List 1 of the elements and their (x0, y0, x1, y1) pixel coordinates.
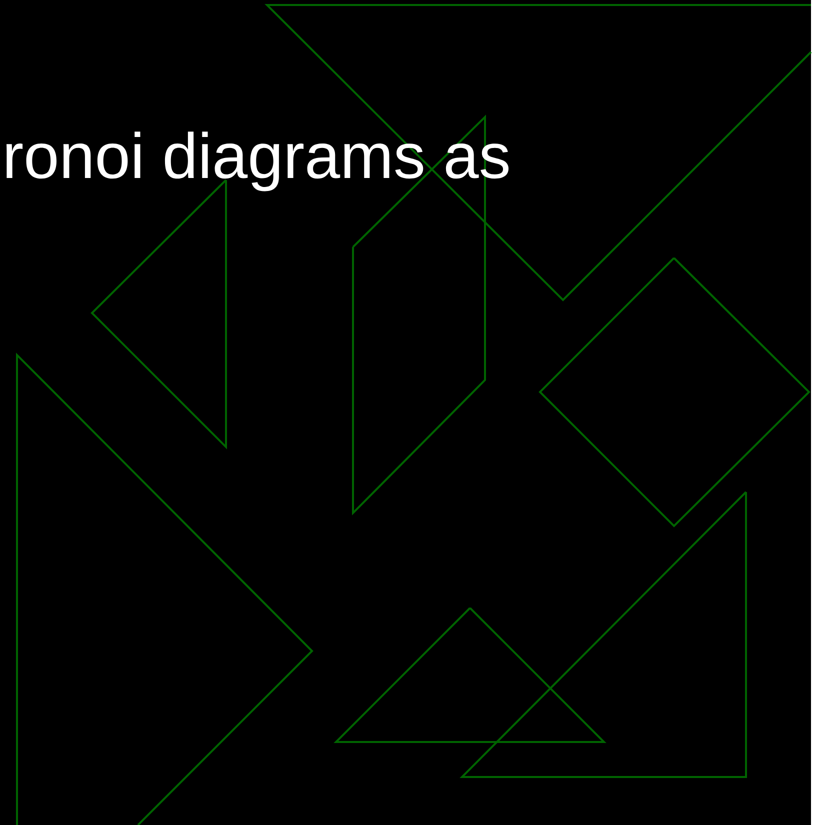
heading-text: ronoi diagrams as (6, 132, 508, 192)
